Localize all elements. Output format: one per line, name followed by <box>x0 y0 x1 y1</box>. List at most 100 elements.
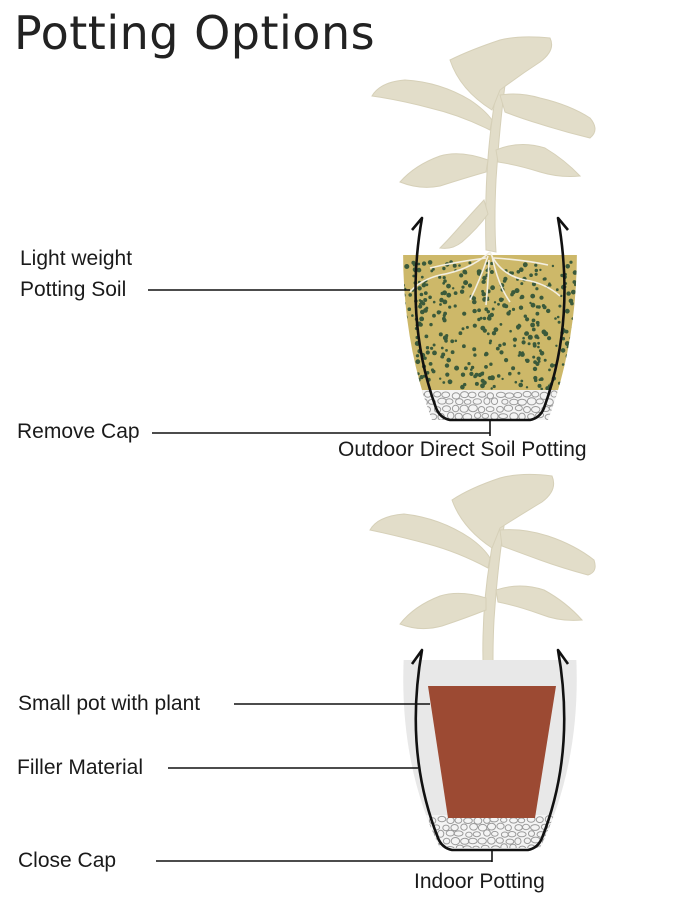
soil-dot <box>525 317 530 322</box>
pebble <box>486 822 497 831</box>
small-pot-label: Small pot with plant <box>18 692 201 715</box>
indoor-small-pot <box>428 686 556 818</box>
soil-dot <box>508 309 512 313</box>
pebble <box>571 829 577 837</box>
pebble <box>567 391 575 400</box>
pebble <box>403 816 409 825</box>
pebble <box>542 838 550 846</box>
soil-dot <box>432 313 436 318</box>
soil-dot <box>482 328 487 333</box>
soil-dot <box>421 261 427 266</box>
pebble <box>403 844 409 848</box>
pebble <box>514 405 523 412</box>
soil-dot <box>476 269 482 275</box>
soil-dot <box>555 344 558 347</box>
pebble <box>403 823 405 830</box>
soil-dot <box>481 279 486 284</box>
soil-dot <box>445 372 450 377</box>
soil-dot <box>518 382 523 388</box>
soil-dot <box>465 325 469 329</box>
soil-dot <box>543 277 547 281</box>
soil-dot <box>499 323 503 326</box>
soil-dot <box>537 383 542 388</box>
soil-dot <box>452 287 455 290</box>
soil-dot <box>573 370 576 373</box>
pebble <box>472 398 482 405</box>
soil-dot <box>403 366 406 370</box>
soil-dot <box>462 344 466 349</box>
pebble <box>535 398 544 405</box>
soil-dot <box>558 304 562 308</box>
soil-dot <box>493 327 499 332</box>
soil-dot <box>530 322 535 328</box>
pebble <box>462 845 473 848</box>
soil-dot <box>418 322 423 327</box>
soil-dot <box>496 374 501 378</box>
pebble <box>437 815 447 823</box>
soil-dot <box>463 382 467 387</box>
soil-dot <box>502 342 507 346</box>
pebble <box>408 843 419 848</box>
soil-dot <box>428 362 433 366</box>
soil-dot <box>429 322 433 327</box>
pebble <box>483 829 491 837</box>
pebble <box>543 844 554 848</box>
soil-dot <box>535 311 540 316</box>
soil-dot <box>444 363 450 368</box>
soil-dot <box>525 386 529 389</box>
soil-dot <box>575 355 577 360</box>
pebble <box>453 830 464 837</box>
soil-dot <box>420 275 424 279</box>
soil-dot <box>441 352 446 357</box>
pebble <box>535 816 544 824</box>
soil-dot <box>534 268 538 273</box>
soil-dot <box>545 386 550 391</box>
soil-dot <box>403 329 407 333</box>
pebble <box>477 823 488 832</box>
soil-dot <box>537 341 540 345</box>
soil-dot <box>468 261 472 265</box>
soil-dot <box>442 313 446 318</box>
pebble <box>419 413 428 420</box>
soil-dot <box>404 264 410 269</box>
soil-dot <box>560 294 563 298</box>
soil-dot <box>462 311 467 316</box>
soil-dot <box>425 350 430 355</box>
soil-dot <box>546 308 551 314</box>
soil-dot <box>543 358 547 362</box>
pebble <box>517 831 527 838</box>
pebble <box>460 823 468 831</box>
pebble <box>403 412 411 419</box>
soil-dot <box>425 306 429 310</box>
soil-dot <box>417 286 422 291</box>
soil-dot <box>446 357 452 363</box>
soil-dot <box>490 387 493 390</box>
soil-dot <box>534 263 538 267</box>
indoor-plant <box>369 473 596 691</box>
pebble <box>437 397 447 405</box>
soil-dot <box>547 336 552 341</box>
pebble <box>517 398 527 406</box>
pebble <box>481 412 490 419</box>
pebble <box>563 399 573 407</box>
soil-dot <box>564 308 570 314</box>
soil-dot <box>418 299 422 302</box>
soil-dot <box>492 384 496 389</box>
pebble <box>404 405 415 412</box>
pebble <box>496 405 504 413</box>
pebble <box>405 822 415 831</box>
soil-dot <box>472 323 477 328</box>
soil-dot <box>480 378 485 383</box>
soil-dot <box>416 354 420 358</box>
soil-dot <box>525 358 530 363</box>
pebble <box>403 838 406 846</box>
soil-dot <box>438 332 443 337</box>
soil-dot <box>530 302 536 308</box>
soil-dot <box>463 280 469 286</box>
soil-dot <box>421 283 426 288</box>
pebble <box>518 412 526 420</box>
soil-dot <box>454 339 458 343</box>
soil-dot <box>520 294 525 300</box>
pebble <box>403 831 410 838</box>
